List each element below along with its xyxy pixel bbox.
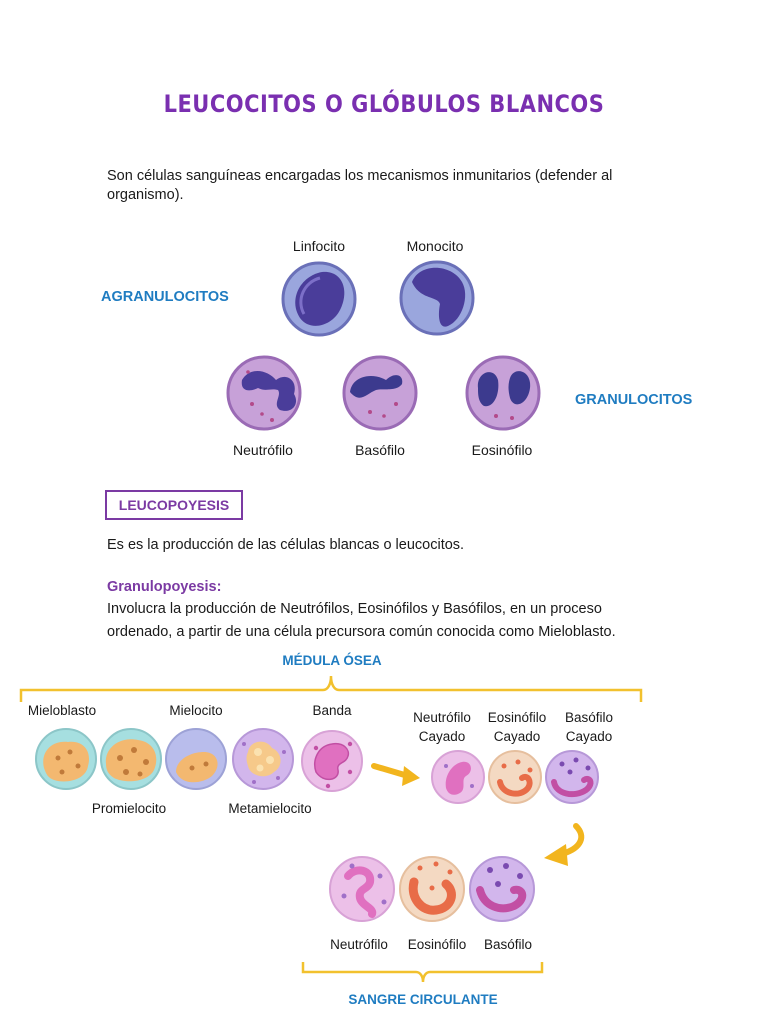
eosinofilo-mature-label: Eosinófilo bbox=[407, 937, 467, 952]
sangre-bracket bbox=[301, 962, 544, 983]
intro-text: Son células sanguíneas encargadas los me… bbox=[107, 168, 613, 203]
linfocito-label: Linfocito bbox=[292, 238, 346, 254]
promielocito-label: Promielocito bbox=[91, 801, 167, 816]
medula-bracket bbox=[19, 675, 643, 702]
monocito-label: Monocito bbox=[406, 238, 464, 254]
agranulocitos-heading: AGRANULOCITOS bbox=[101, 289, 229, 305]
medula-osea-label: MÉDULA ÓSEA bbox=[282, 653, 382, 668]
banda-label: Banda bbox=[312, 703, 352, 718]
banda-cell-image bbox=[301, 730, 363, 792]
page-title: LEUCOCITOS O GLÓBULOS BLANCOS bbox=[163, 90, 605, 118]
monocito-cell-image bbox=[399, 260, 475, 336]
basofilo-cayado-line2: Cayado bbox=[565, 729, 613, 744]
basofilo-label: Basófilo bbox=[355, 442, 405, 458]
neutrofilo-cayado-line1: Neutrófilo bbox=[413, 710, 471, 725]
basofilo-cell-image bbox=[342, 355, 418, 431]
neutrofilo-mature-cell-image bbox=[329, 856, 395, 922]
eosinofilo-cayado-line1: Eosinófilo bbox=[487, 710, 547, 725]
leucopoyesis-definition: Es es la producción de las células blanc… bbox=[107, 537, 465, 553]
neutrofilo-cayado-cell-image bbox=[431, 750, 485, 804]
linfocito-cell-image bbox=[281, 261, 357, 337]
neutrofilo-cell-image bbox=[226, 355, 302, 431]
basofilo-mature-cell-image bbox=[469, 856, 535, 922]
neutrofilo-cayado-line2: Cayado bbox=[418, 729, 466, 744]
mielocito-label: Mielocito bbox=[169, 703, 223, 718]
basofilo-cayado-line1: Basófilo bbox=[564, 710, 614, 725]
neutrofilo-label: Neutrófilo bbox=[233, 442, 293, 458]
metamielocito-cell-image bbox=[232, 728, 294, 790]
metamielocito-label: Metamielocito bbox=[228, 801, 312, 816]
granulopoyesis-heading: Granulopoyesis: bbox=[107, 579, 222, 595]
leucopoyesis-heading: LEUCOPOYESIS bbox=[118, 497, 230, 513]
granulopoyesis-description: Involucra la producción de Neutrófilos, … bbox=[107, 601, 616, 640]
leucopoyesis-heading-box: LEUCOPOYESIS bbox=[105, 490, 243, 520]
eosinofilo-cayado-cell-image bbox=[488, 750, 542, 804]
basofilo-mature-label: Basófilo bbox=[483, 937, 533, 952]
mieloblasto-cell-image bbox=[35, 728, 97, 790]
neutrofilo-cayado-label: Neutrófilo Cayado bbox=[406, 710, 478, 744]
arrow-to-blood-icon bbox=[544, 823, 585, 866]
eosinofilo-cayado-label: Eosinófilo Cayado bbox=[481, 710, 553, 744]
arrow-to-cayado-icon bbox=[371, 763, 420, 786]
eosinofilo-cell-image bbox=[465, 355, 541, 431]
sangre-circulante-label: SANGRE CIRCULANTE bbox=[348, 992, 498, 1007]
promielocito-cell-image bbox=[100, 728, 162, 790]
basofilo-cayado-label: Basófilo Cayado bbox=[553, 710, 625, 744]
eosinofilo-mature-cell-image bbox=[399, 856, 465, 922]
eosinofilo-label: Eosinófilo bbox=[471, 442, 533, 458]
mielocito-cell-image bbox=[165, 728, 227, 790]
mieloblasto-label: Mieloblasto bbox=[27, 703, 97, 718]
basofilo-cayado-cell-image bbox=[545, 750, 599, 804]
eosinofilo-cayado-line2: Cayado bbox=[493, 729, 541, 744]
neutrofilo-mature-label: Neutrófilo bbox=[330, 937, 388, 952]
granulocitos-heading: GRANULOCITOS bbox=[575, 392, 693, 408]
